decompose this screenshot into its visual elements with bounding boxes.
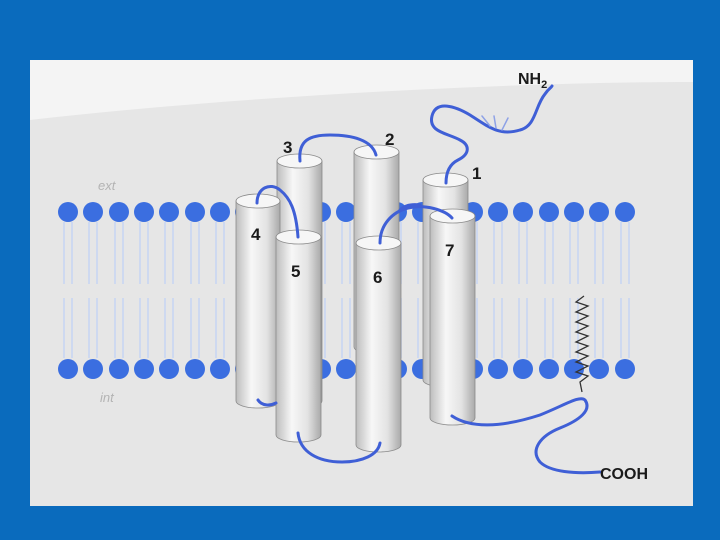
loop-helix-5-6-intracellular bbox=[296, 431, 382, 464]
lipid-head bbox=[109, 359, 129, 379]
loop-helix-4-intracellular bbox=[256, 398, 278, 407]
helix-label-1: 1 bbox=[472, 164, 481, 183]
n-terminal-branch-1 bbox=[481, 115, 509, 131]
n-terminus-label: NH2 bbox=[518, 71, 547, 91]
lipid-head bbox=[513, 202, 533, 222]
n-terminus-subscript: 2 bbox=[541, 79, 547, 91]
helix-label-7: 7 bbox=[445, 241, 454, 260]
lipid-head bbox=[615, 359, 635, 379]
loop-helix-2-3 bbox=[298, 133, 378, 163]
helix-label-5: 5 bbox=[291, 262, 300, 281]
lipid-head bbox=[58, 359, 78, 379]
c-terminal-tail bbox=[450, 397, 602, 475]
lipid-head bbox=[539, 202, 559, 222]
helix-label-2: 2 bbox=[385, 130, 394, 149]
intracellular-label: int bbox=[100, 390, 115, 405]
lipid-head bbox=[159, 202, 179, 222]
loop-helix-4-5 bbox=[255, 185, 300, 239]
lipid-head bbox=[134, 359, 154, 379]
helix-label-3: 3 bbox=[283, 138, 292, 157]
gpcr-membrane-diagram: ext int 1 2 3 4 5 6 bbox=[30, 60, 693, 506]
palmitoyl-anchor bbox=[574, 295, 590, 393]
lipid-head bbox=[109, 202, 129, 222]
lipid-head bbox=[185, 359, 205, 379]
n-terminal-tail bbox=[430, 84, 554, 185]
lipid-head bbox=[615, 202, 635, 222]
lipid-head bbox=[564, 202, 584, 222]
helix-5 bbox=[275, 229, 322, 443]
lipid-head bbox=[83, 202, 103, 222]
lipid-head bbox=[210, 359, 230, 379]
c-terminus-label: COOH bbox=[600, 466, 648, 483]
lipid-head bbox=[513, 359, 533, 379]
helix-body bbox=[355, 242, 402, 453]
helix-label-6: 6 bbox=[373, 268, 382, 287]
lipid-head bbox=[159, 359, 179, 379]
lipid-heads-inner-leaflet bbox=[58, 359, 635, 379]
lipid-head bbox=[134, 202, 154, 222]
panel-highlight bbox=[30, 60, 693, 120]
helix-label-4: 4 bbox=[251, 225, 261, 244]
lipid-heads-outer-leaflet bbox=[58, 202, 635, 222]
extracellular-label: ext bbox=[98, 178, 117, 193]
helix-body bbox=[429, 215, 476, 426]
lipid-head bbox=[589, 202, 609, 222]
helix-7 bbox=[429, 208, 476, 426]
loop-helix-1-2-lower bbox=[398, 203, 422, 212]
lipid-head bbox=[539, 359, 559, 379]
lipid-head bbox=[336, 202, 356, 222]
lipid-head bbox=[185, 202, 205, 222]
lipid-head bbox=[83, 359, 103, 379]
lipid-head bbox=[210, 202, 230, 222]
lipid-head bbox=[488, 359, 508, 379]
helix-top-cap bbox=[429, 208, 476, 224]
helix-bundle bbox=[235, 144, 476, 453]
lipid-head bbox=[564, 359, 584, 379]
loop-helix-6-7 bbox=[378, 205, 454, 245]
lipid-head bbox=[488, 202, 508, 222]
lipid-head bbox=[336, 359, 356, 379]
lipid-head bbox=[58, 202, 78, 222]
lipid-head bbox=[589, 359, 609, 379]
